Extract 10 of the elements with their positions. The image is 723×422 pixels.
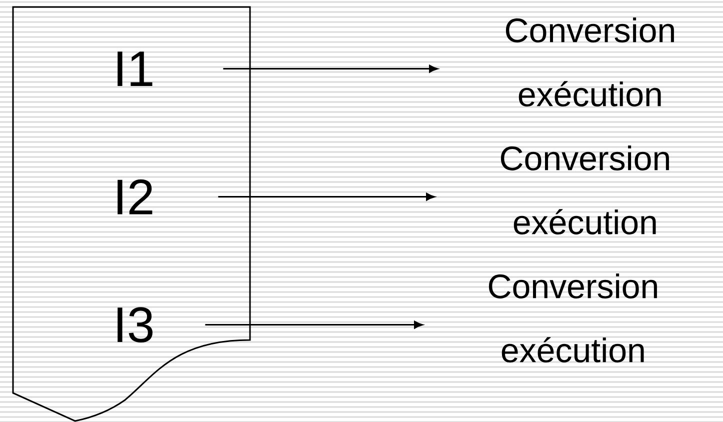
document-shape (12, 6, 251, 422)
output-text: Conversion exécution (506, 18, 674, 106)
item-label: I1 (118, 52, 152, 86)
output-text: Conversion exécution (500, 146, 669, 234)
arrow (223, 64, 438, 73)
item-label: I3 (118, 307, 153, 342)
arrow (218, 192, 435, 201)
item-label: I2 (118, 179, 152, 214)
arrow (205, 320, 423, 329)
output-text: Conversion exécution (488, 274, 657, 362)
